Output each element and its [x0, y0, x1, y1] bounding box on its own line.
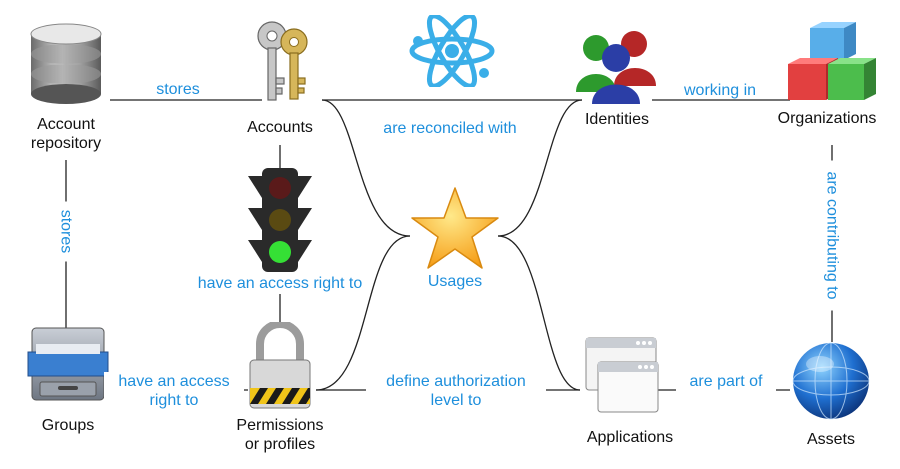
people-icon [572, 24, 660, 104]
padlock-icon [244, 320, 316, 410]
node-usages-label: Usages [427, 273, 483, 290]
curve-usages-accounts [321, 99, 411, 237]
node-permissions-line2: or profiles [244, 436, 316, 453]
relation-repo-stores-groups: stores [56, 201, 76, 262]
node-permissions-line1: Permissions [236, 417, 324, 434]
database-icon [27, 20, 105, 106]
node-accounts-label: Accounts [247, 119, 313, 136]
node-applications-label: Applications [586, 429, 674, 446]
curve-usages-permissions [315, 235, 411, 391]
curve-usages-identities [497, 99, 583, 237]
node-account-repository-line2: repository [30, 135, 102, 152]
cubes-icon [782, 22, 876, 108]
relation-identities-working-in-organizations: working in [683, 82, 757, 99]
node-groups-label: Groups [41, 417, 95, 434]
keys-icon [248, 16, 318, 108]
traffic-light-icon [244, 168, 316, 272]
node-account-repository-label: Account repository [16, 115, 116, 153]
relation-organizations-contributing-assets: are contributing to [822, 160, 842, 311]
node-permissions-label: Permissions or profiles [220, 416, 340, 454]
relation-permissions-define-line1: define authorization [386, 373, 526, 390]
globe-icon [790, 340, 872, 422]
relation-groups-access-line2: right to [149, 392, 199, 409]
relation-repo-stores-accounts: stores [156, 81, 200, 98]
atom-icon [406, 13, 498, 89]
relation-groups-access-permissions: have an access right to [104, 372, 244, 410]
node-organizations-label: Organizations [777, 110, 877, 127]
relation-permissions-define-applications: define authorization level to [366, 372, 546, 410]
windows-icon [580, 336, 660, 416]
node-assets-label: Assets [806, 431, 855, 448]
star-icon [410, 186, 500, 272]
relation-accounts-reconciled-identities: are reconciled with [383, 120, 517, 137]
relation-groups-access-line1: have an access [118, 373, 230, 390]
relation-accounts-access-permissions: have an access right to [197, 275, 363, 292]
curve-usages-applications [497, 235, 581, 391]
node-identities-label: Identities [584, 111, 650, 128]
file-cabinet-icon [26, 326, 110, 404]
relation-applications-part-of-assets: are part of [676, 372, 776, 391]
node-account-repository-line1: Account [37, 116, 95, 133]
relation-permissions-define-line2: level to [430, 392, 482, 409]
